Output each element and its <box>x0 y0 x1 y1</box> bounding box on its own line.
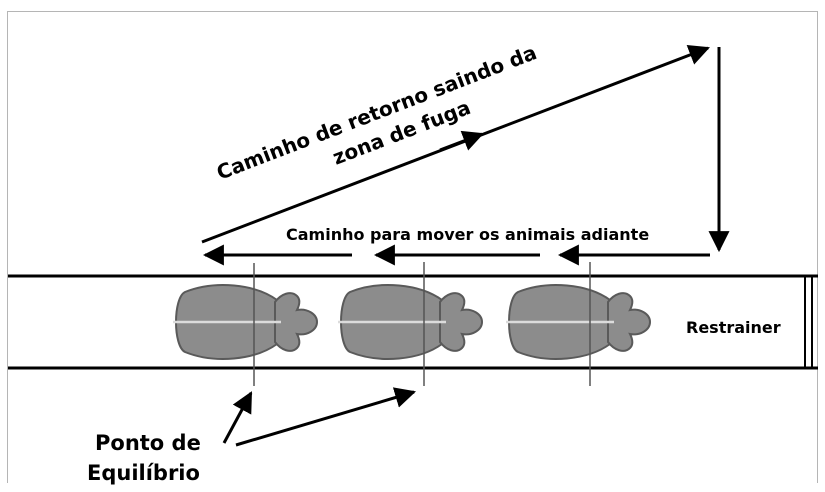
forward-path-label: Caminho para mover os animais adiante <box>286 225 649 244</box>
balance-point-pointer-1 <box>222 391 253 444</box>
return-path-label-line1: Caminho de retorno saindo da <box>213 40 540 185</box>
balance-point-pointer-2 <box>235 387 417 447</box>
return-path-midarrow <box>439 130 484 152</box>
restrainer-label: Restrainer <box>686 318 781 337</box>
animal-3 <box>504 283 652 361</box>
figure-frame <box>7 11 818 483</box>
animal-2 <box>336 283 484 361</box>
balance-point-label-line1: Ponto de <box>95 431 201 455</box>
animal-1 <box>171 283 319 361</box>
balance-point-label-line2: Equilíbrio <box>87 461 200 485</box>
